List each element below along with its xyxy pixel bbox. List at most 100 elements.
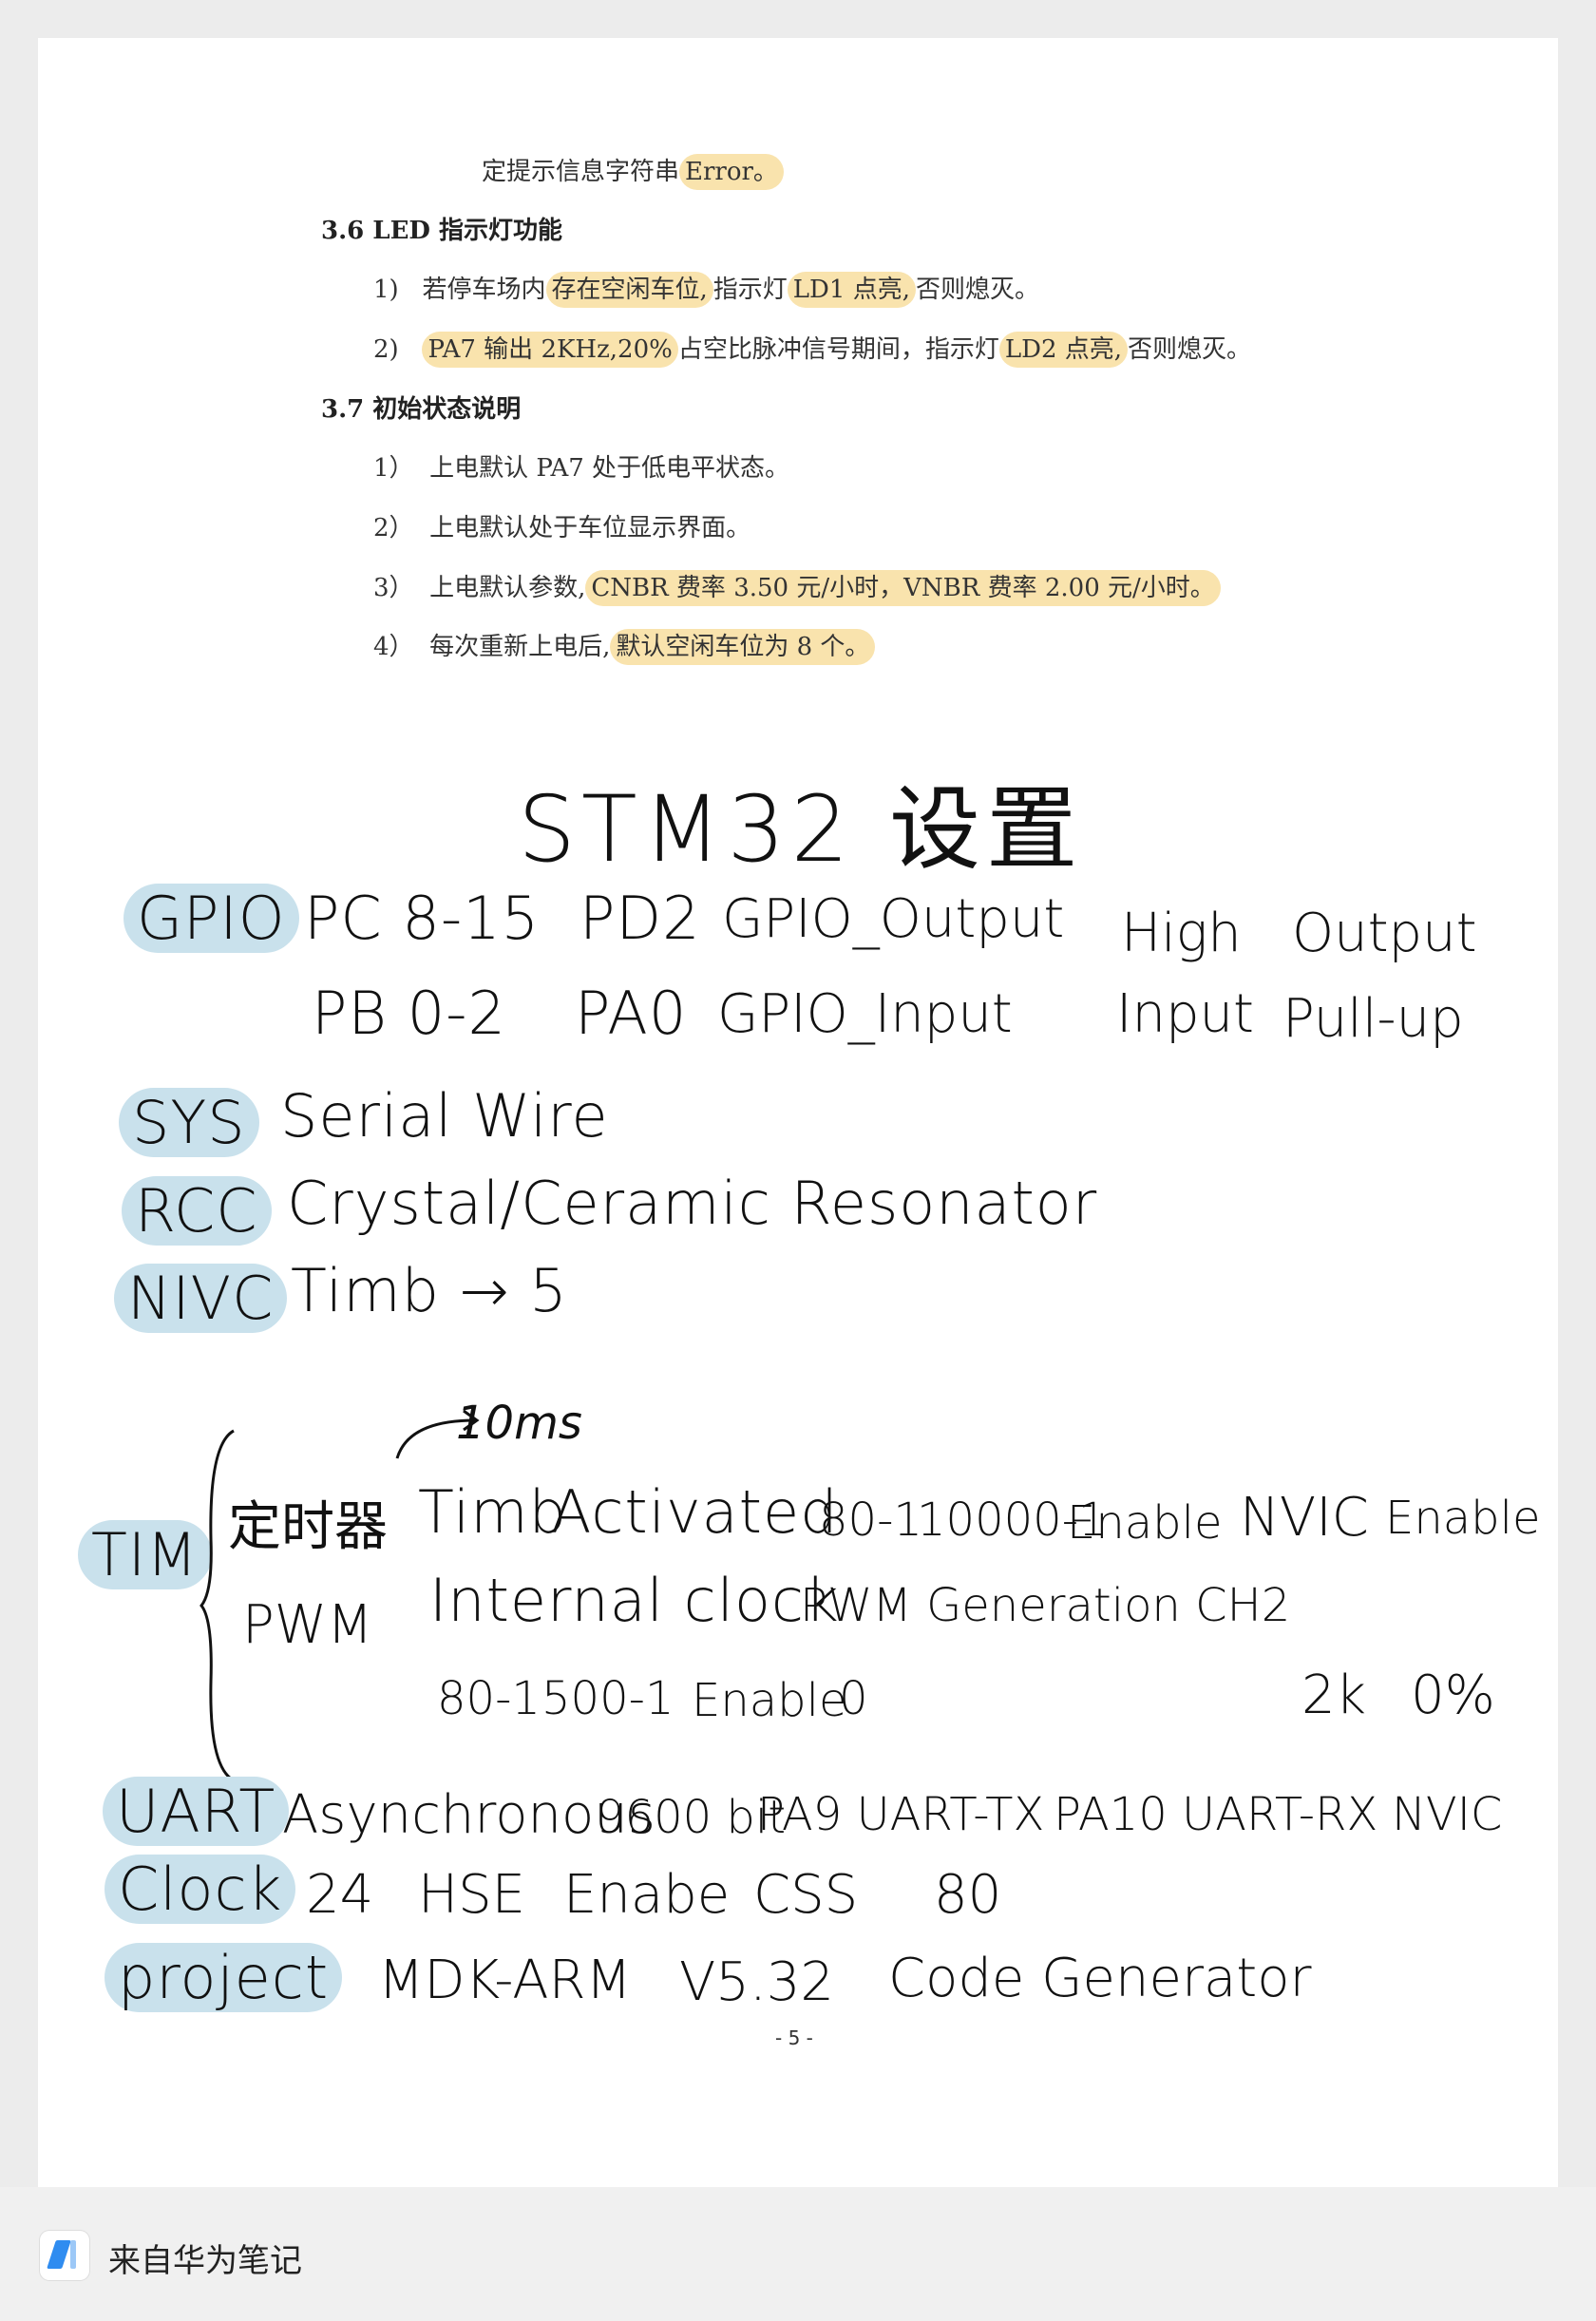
uart-nvic: NVIC [1392,1788,1503,1841]
project-ide: MDK-ARM [378,1950,632,2011]
project-tag: project [104,1943,343,2012]
doc-line-prev-highlight: Error。 [679,154,784,190]
section-3-7-item-1: 1） 上电默认 PA7 处于低电平状态。 [373,448,789,484]
rcc-tag: RCC [122,1176,272,1246]
section-3-7-heading: 3.7 初始状态说明 [321,395,522,424]
item-highlight: CNBR 费率 3.50 元/小时，VNBR 费率 2.00 元/小时。 [585,570,1221,606]
item-text: 指示灯 [712,276,788,304]
tim-ms: 10ms [456,1397,582,1450]
clock-enable: Enabe [563,1864,731,1926]
tim-timer-name: Timb [418,1477,567,1547]
clock-src: HSE [418,1864,526,1926]
clock-css: CSS [753,1864,859,1926]
clock-freq: 24 [306,1864,374,1926]
tim-enable: Enable [1067,1496,1223,1550]
uart-tx: PA9 UART-TX [757,1788,1045,1841]
item-text: 若停车场内 [422,276,546,304]
tim-tag: TIM [78,1520,212,1589]
item-text: 否则熄灭。 [915,276,1039,304]
tim-pwm-gen: PWM Generation CH2 [800,1579,1291,1632]
tim-pwm-enable: Enable [692,1674,847,1727]
nivc-tag-label: NIVC [114,1264,288,1333]
item-number: 1） [373,454,414,483]
gpio-row-2-level: Input [1116,983,1255,1045]
gpio-row-2-pins: PB 0-2 [312,979,506,1048]
project-ver: V5.32 [679,1951,834,2013]
item-text: 每次重新上电后, [429,633,611,661]
tim-pwm-freq: 2k [1302,1665,1367,1726]
sys-tag-label: SYS [119,1088,259,1157]
gpio-row-1-level: High [1121,903,1242,964]
section-3-7-item-4: 4） 每次重新上电后,默认空闲车位为 8 个。 [373,627,876,665]
tim-psc: 80-1 [819,1493,922,1547]
section-3-7-item-2: 2） 上电默认处于车位显示界面。 [373,508,750,543]
brace-icon [200,1429,235,1782]
page-number: - 5 - [775,2026,813,2049]
rcc-value: Crystal/Ceramic Resonator [287,1169,1098,1238]
item-text: 占空比脉冲信号期间，指示灯 [677,335,999,364]
footer-source-label: 来自华为笔记 [108,2242,302,2280]
gpio-row-2-pin2: PA0 [575,979,688,1048]
item-highlight: 存在空闲车位, [545,272,713,308]
gpio-tag-label: GPIO [124,884,299,953]
item-number: 2） [373,514,414,542]
tim-pwm-label: PWM [242,1594,373,1656]
rcc-tag-label: RCC [122,1176,272,1246]
gpio-row-1-pin2: PD2 [580,884,701,953]
item-text: 否则熄灭。 [1128,335,1252,364]
tim-tag-label: TIM [78,1520,212,1589]
gpio-tag: GPIO [124,884,299,953]
doc-line-prev-text: 定提示信息字符串 [482,158,680,186]
tim-pwm-duty: 0% [1411,1665,1495,1726]
tim-pwm-zero: 0 [839,1672,868,1725]
notes-title: STM32 设置 [518,776,1084,883]
project-tag-label: project [104,1943,343,2012]
tim-enable-2: Enable [1385,1492,1541,1545]
item-highlight: LD2 点亮, [998,332,1129,368]
item-text: 上电默认 PA7 处于低电平状态。 [429,454,790,483]
footer-bar: 来自华为笔记 [0,2187,1596,2321]
tim-nvic: NVIC [1240,1487,1369,1549]
tim-pwm-psc: 80-1 [437,1672,541,1725]
sys-tag: SYS [119,1088,259,1157]
item-highlight: LD1 点亮, [787,272,916,308]
tim-pwm-arr: 500-1 [542,1672,674,1725]
uart-tag-label: UART [103,1777,290,1846]
clock-tag: Clock [104,1855,296,1924]
item-number: 1) [373,276,399,304]
item-number: 2) [373,335,399,364]
gpio-row-1-pins: PC 8-15 [304,884,541,953]
section-3-6-heading: 3.6 LED 指示灯功能 [321,217,562,245]
gpio-row-2-mode: GPIO_Input [717,983,1013,1045]
sys-value: Serial Wire [280,1081,609,1151]
nivc-value: Timb → 5 [291,1256,568,1325]
project-gen: Code Generator [888,1948,1312,2009]
item-highlight: 默认空闲车位为 8 个。 [610,629,876,665]
nivc-tag: NIVC [114,1264,288,1333]
item-number: 4） [373,633,414,661]
tim-timer-label: 定时器 [228,1496,388,1558]
section-3-7-item-3: 3） 上电默认参数,CNBR 费率 3.50 元/小时，VNBR 费率 2.00… [373,568,1221,606]
tim-arr: 10000-1 [917,1493,1108,1547]
uart-baud: 9600 bit [596,1791,787,1844]
uart-rx: PA10 UART-RX [1054,1788,1378,1841]
clock-sys: 80 [934,1864,1002,1926]
item-highlight: PA7 输出 2KHz,20% [422,332,678,368]
clock-tag-label: Clock [104,1855,296,1924]
tim-pwm-clock: Internal clock [429,1566,840,1635]
tim-activated: Activated [551,1477,839,1547]
arrow-icon [395,1409,480,1459]
uart-mode: Asynchronous [282,1784,656,1846]
item-text: 上电默认处于车位显示界面。 [429,514,751,542]
huawei-notes-icon [40,2231,89,2280]
gpio-row-2-type: Pull-up [1282,988,1464,1050]
item-text: 上电默认参数, [429,574,586,602]
item-number: 3） [373,574,414,602]
gpio-row-1-type: Output [1292,903,1477,964]
gpio-row-1-mode: GPIO_Output [722,888,1065,950]
uart-tag: UART [103,1777,290,1846]
